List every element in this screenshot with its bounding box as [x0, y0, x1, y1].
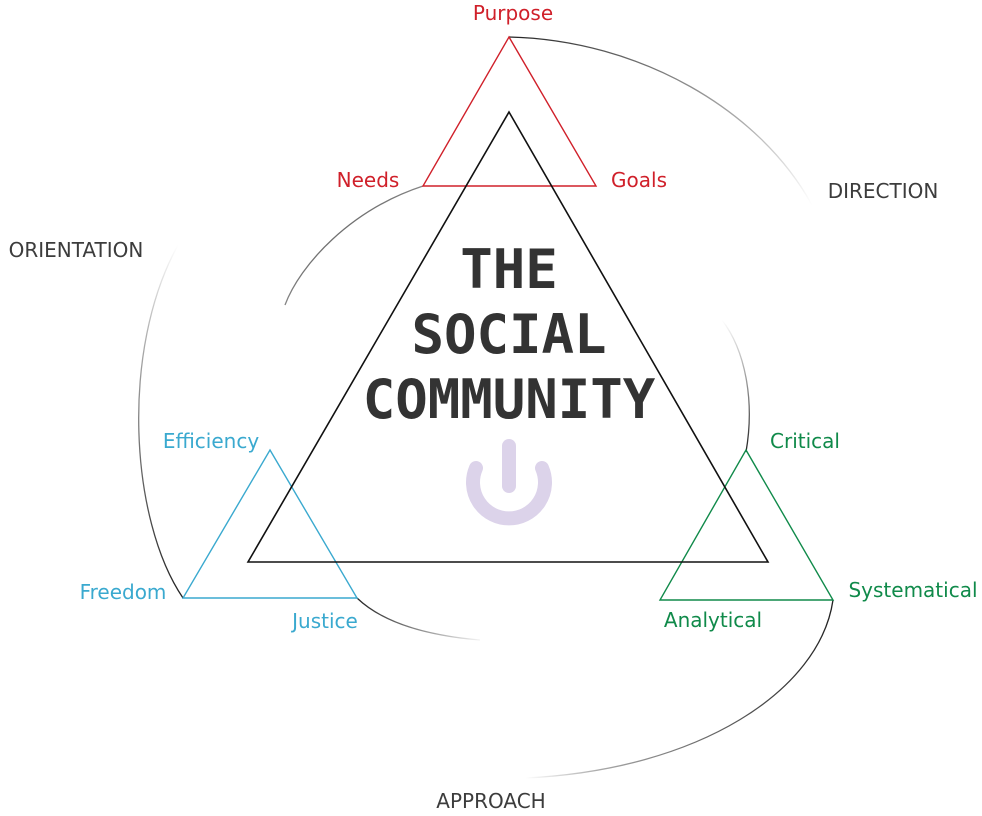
label-critical: Critical	[770, 429, 840, 453]
inner-arcs	[284, 185, 750, 641]
outer-arcs	[138, 36, 834, 779]
triangle-approach	[658, 448, 835, 601]
label-goals: Goals	[611, 168, 667, 192]
axis-label-approach: APPROACH	[436, 789, 545, 813]
main-triangle	[246, 110, 770, 563]
label-efficiency: Efficiency	[163, 429, 260, 453]
arc-approach-outer	[524, 599, 834, 779]
power-icon	[466, 439, 552, 526]
arc-direction-outer	[508, 36, 813, 206]
label-freedom: Freedom	[80, 580, 167, 604]
arc-justice-inner	[356, 597, 481, 641]
label-analytical: Analytical	[664, 608, 762, 632]
axis-label-orientation: ORIENTATION	[9, 238, 144, 262]
label-justice: Justice	[290, 609, 358, 633]
arc-orientation-outer	[138, 244, 184, 599]
arc-critical-inner	[721, 319, 750, 453]
title-line-2: SOCIAL	[411, 303, 606, 366]
triangle-direction	[421, 35, 598, 187]
arc-needs-inner	[284, 185, 424, 306]
label-systematical: Systematical	[848, 578, 977, 602]
label-purpose: Purpose	[473, 1, 553, 25]
title-line-1: THE	[460, 238, 558, 301]
title-line-3: COMMUNITY	[363, 368, 656, 431]
axis-label-direction: DIRECTION	[828, 179, 939, 203]
triangle-orientation	[181, 448, 359, 599]
label-needs: Needs	[337, 168, 400, 192]
